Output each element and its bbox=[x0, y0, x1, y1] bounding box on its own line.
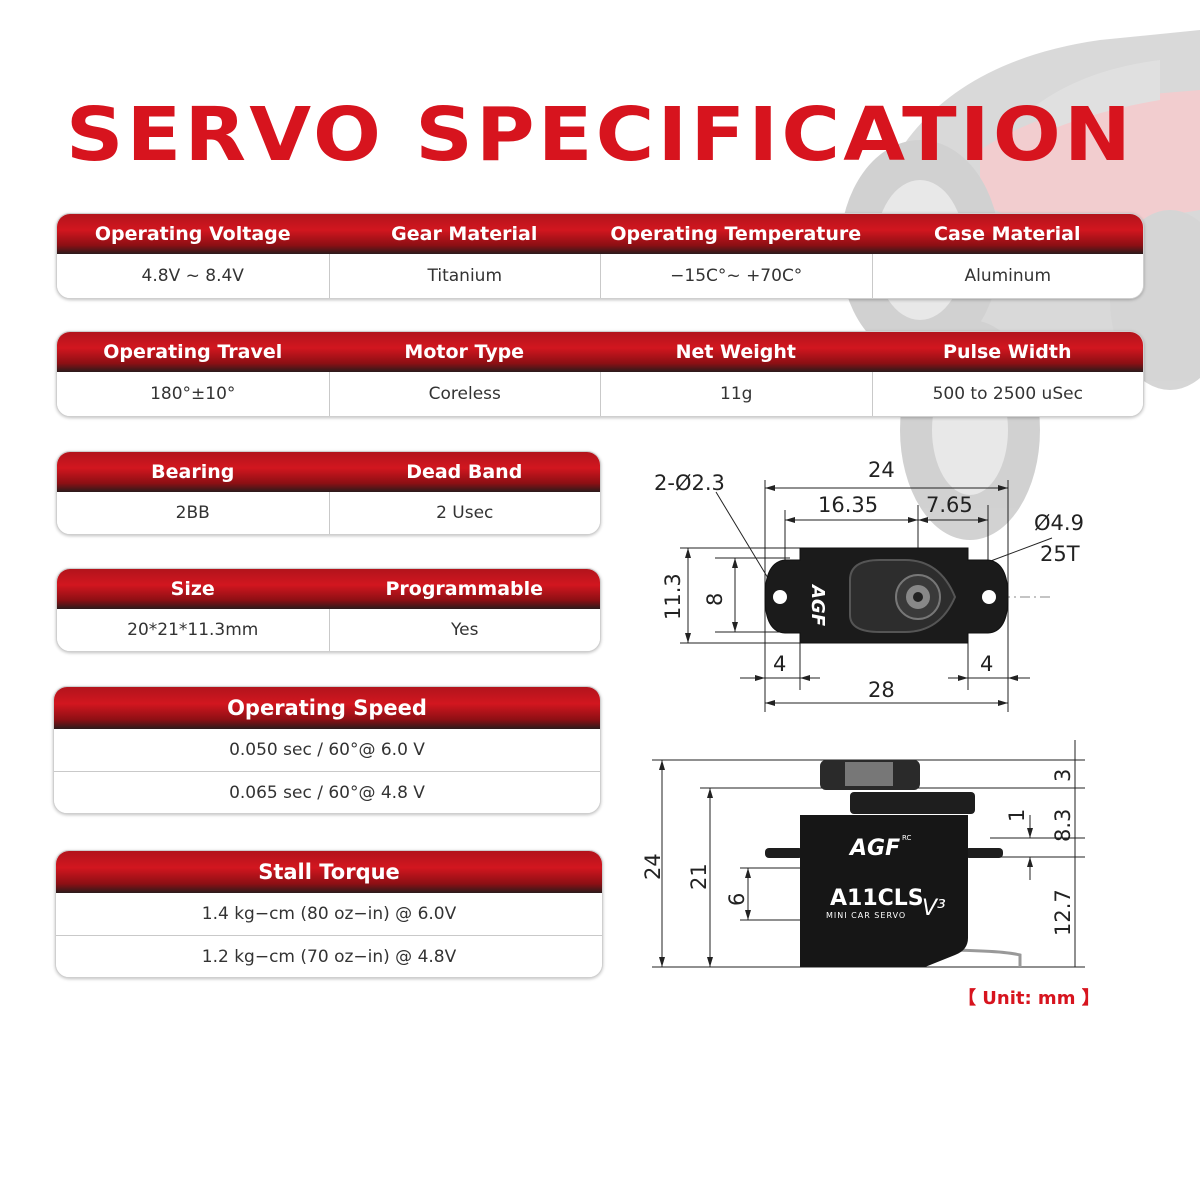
header-operating-travel: Operating Travel bbox=[57, 332, 329, 372]
value-motor-type: Coreless bbox=[328, 372, 600, 416]
value-torque-4-8v: 1.2 kg−cm (70 oz−in) @ 4.8V bbox=[56, 935, 602, 977]
value-operating-voltage: 4.8V ~ 8.4V bbox=[57, 254, 329, 298]
spec-table-stall-torque: Stall Torque 1.4 kg−cm (80 oz−in) @ 6.0V… bbox=[55, 850, 603, 978]
dim-height-inner: 8 bbox=[703, 593, 727, 606]
header-size: Size bbox=[57, 569, 329, 609]
dim-spline-teeth: 25T bbox=[1040, 542, 1080, 566]
page-title: SERVO SPECIFICATION bbox=[65, 92, 1135, 178]
value-operating-temperature: −15C°~ +70C° bbox=[600, 254, 872, 298]
value-operating-travel: 180°±10° bbox=[57, 372, 329, 416]
dim-right-span: 7.65 bbox=[926, 493, 973, 517]
header-operating-temperature: Operating Temperature bbox=[600, 214, 872, 254]
header-pulse-width: Pulse Width bbox=[871, 332, 1143, 372]
dim-bottom-overall: 28 bbox=[868, 678, 895, 702]
value-dead-band: 2 Usec bbox=[328, 492, 600, 534]
header-gear-material: Gear Material bbox=[328, 214, 600, 254]
value-programmable: Yes bbox=[328, 609, 600, 651]
dim-left-tab: 4 bbox=[773, 652, 786, 676]
header-dead-band: Dead Band bbox=[328, 452, 600, 492]
value-net-weight: 11g bbox=[600, 372, 872, 416]
value-speed-6v: 0.050 sec / 60°@ 6.0 V bbox=[54, 729, 600, 771]
header-operating-speed: Operating Speed bbox=[54, 687, 600, 729]
unit-note: 【 Unit: mm 】 bbox=[958, 988, 1100, 1009]
dim-left-span: 16.35 bbox=[818, 493, 878, 517]
spec-table-size: Size Programmable 20*21*11.3mm Yes bbox=[56, 568, 601, 652]
value-bearing: 2BB bbox=[57, 492, 329, 534]
spec-table-performance: Operating Travel Motor Type Net Weight P… bbox=[56, 331, 1144, 417]
header-operating-voltage: Operating Voltage bbox=[57, 214, 329, 254]
value-gear-material: Titanium bbox=[328, 254, 600, 298]
header-net-weight: Net Weight bbox=[600, 332, 872, 372]
dim-holes: 2-Ø2.3 bbox=[654, 471, 725, 495]
dim-top-overall: 24 bbox=[868, 458, 895, 482]
dim-spline-diameter: Ø4.9 bbox=[1034, 511, 1084, 535]
header-motor-type: Motor Type bbox=[328, 332, 600, 372]
header-programmable: Programmable bbox=[328, 569, 600, 609]
dim-height-outer: 11.3 bbox=[661, 573, 685, 620]
header-stall-torque: Stall Torque bbox=[56, 851, 602, 893]
value-size: 20*21*11.3mm bbox=[57, 609, 329, 651]
dim-right-tab: 4 bbox=[980, 652, 993, 676]
header-bearing: Bearing bbox=[57, 452, 329, 492]
servo-top-view: AGF bbox=[764, 547, 1009, 644]
value-torque-6v: 1.4 kg−cm (80 oz−in) @ 6.0V bbox=[56, 893, 602, 935]
header-case-material: Case Material bbox=[871, 214, 1143, 254]
spec-table-general: Operating Voltage Gear Material Operatin… bbox=[56, 213, 1144, 299]
spec-table-bearing: Bearing Dead Band 2BB 2 Usec bbox=[56, 451, 601, 535]
value-pulse-width: 500 to 2500 uSec bbox=[871, 372, 1143, 416]
value-case-material: Aluminum bbox=[871, 254, 1143, 298]
brand-logo-top: AGF bbox=[807, 583, 828, 627]
spec-table-operating-speed: Operating Speed 0.050 sec / 60°@ 6.0 V 0… bbox=[53, 686, 601, 814]
value-speed-4-8v: 0.065 sec / 60°@ 4.8 V bbox=[54, 771, 600, 813]
